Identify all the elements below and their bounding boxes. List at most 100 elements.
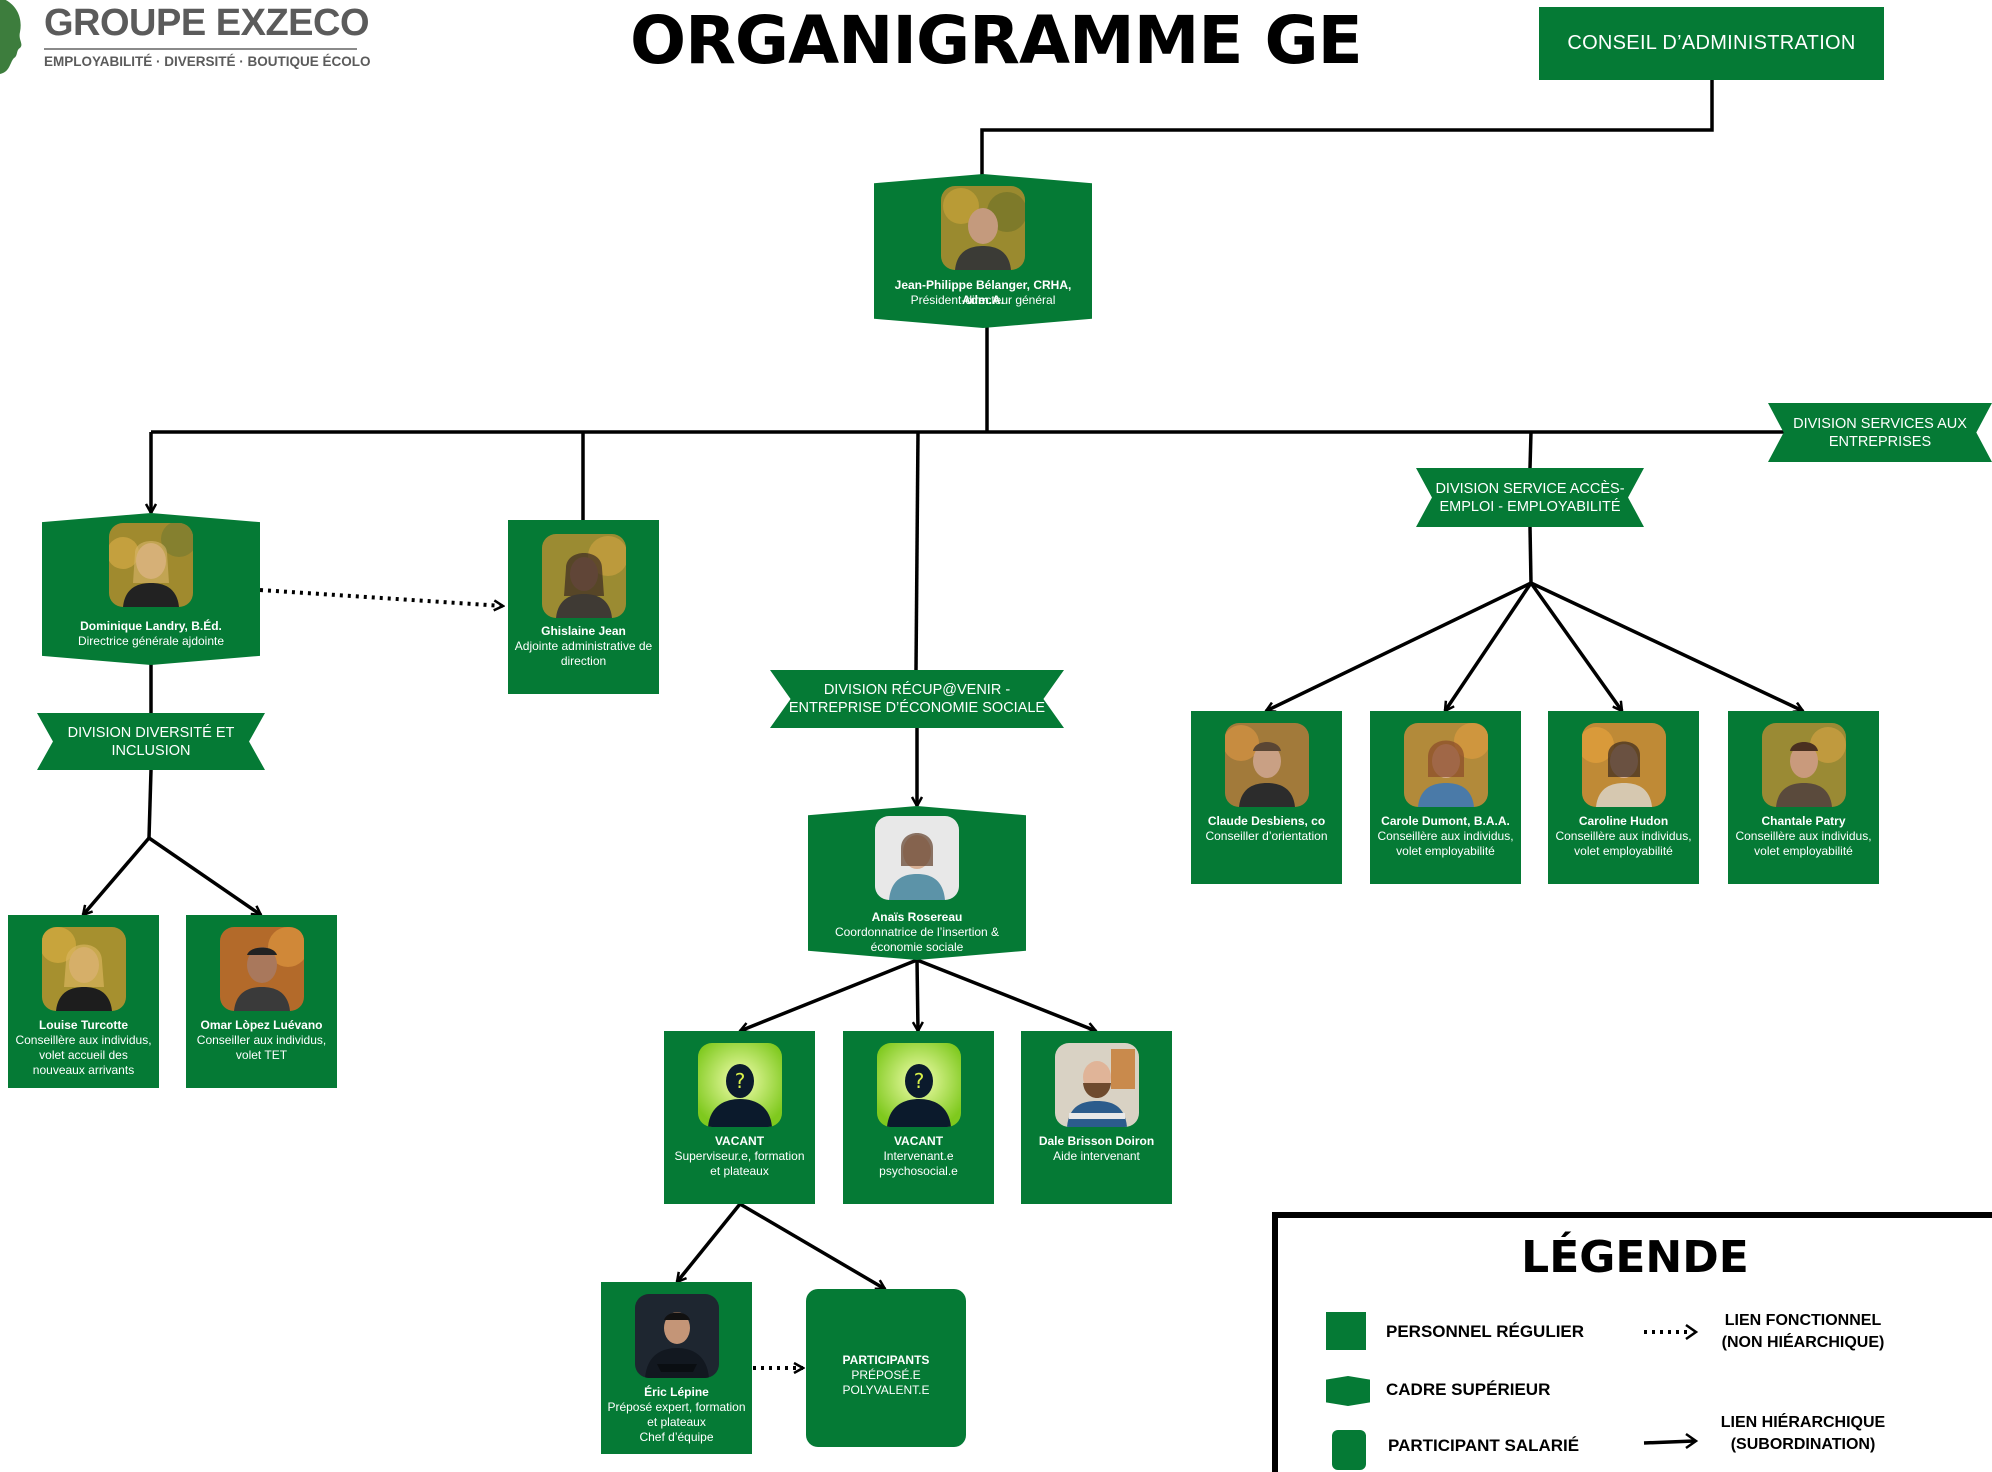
legend-participant-label: PARTICIPANT SALARIÉ <box>1388 1436 1580 1455</box>
dale-brisson-portrait <box>1054 1043 1139 1127</box>
svg-text:?: ? <box>734 1069 745 1093</box>
link-vacant1-eric <box>677 1202 742 1282</box>
card-eric-lepine: Éric Lépine Préposé expert, formation et… <box>601 1282 752 1454</box>
legend-title: LÉGENDE <box>1521 1232 1749 1283</box>
division-recupavenir: DIVISION RÉCUP@VENIR - ENTREPRISE D’ÉCON… <box>770 670 1064 728</box>
dg-adjointe-role: Directrice générale ajdointe <box>77 634 225 648</box>
logo-head-icon <box>0 0 22 74</box>
legend-hierarchical-arrow-icon <box>1643 1432 1699 1450</box>
functional-dg-admin <box>259 588 503 606</box>
legend-regular-label: PERSONNEL RÉGULIER <box>1386 1322 1585 1341</box>
carole-dumont-name: Carole Dumont, B.A.A. <box>1381 814 1510 828</box>
logo-tagline: EMPLOYABILITÉ · DIVERSITÉ · BOUTIQUE ÉCO… <box>44 54 371 69</box>
vacant-superviseur-role: Superviseur.e, formation et plateaux <box>674 1149 805 1178</box>
legend-box: LÉGENDE PERSONNEL RÉGULIER CADRE SUPÉRIE… <box>1272 1212 1992 1472</box>
chantale-patry-portrait <box>1761 723 1846 807</box>
legend-senior-swatch <box>1326 1376 1370 1406</box>
adjointe-admin-role: Adjointe administrative de direction <box>514 639 653 668</box>
card-dg-adjointe: Dominique Landry, B.Éd. Directrice génér… <box>42 513 260 665</box>
division-acces-emploi: DIVISION SERVICE ACCÈS- EMPLOI - EMPLOYA… <box>1416 468 1644 527</box>
legend-regular-swatch <box>1326 1312 1366 1350</box>
logo-name: GROUPE EXZECO <box>44 2 370 44</box>
louise-turcotte-role: Conseillère aux individus, volet accueil… <box>15 1033 152 1077</box>
anais-rosereau-role: Coordonnatrice de l’insertion & économie… <box>834 925 1000 954</box>
claude-desbiens-portrait <box>1224 723 1309 807</box>
card-adjointe-admin: Ghislaine Jean Adjointe administrative d… <box>508 520 659 694</box>
card-ceo: Jean-Philippe Bélanger, CRHA, Adm.A. Pré… <box>874 174 1092 328</box>
eric-lepine-role-secondary: Chef d’équipe <box>639 1430 714 1444</box>
chantale-patry-name: Chantale Patry <box>1761 814 1846 828</box>
louise-turcotte-portrait <box>41 927 126 1011</box>
link-fork-carole <box>1443 582 1533 711</box>
card-dale-brisson: Dale Brisson Doiron Aide intervenant <box>1021 1031 1172 1204</box>
link-board-ceo <box>980 80 1714 175</box>
card-vacant-intervenant: ? VACANT Intervenant.e psychosocial.e <box>843 1031 994 1204</box>
caroline-hudon-portrait <box>1581 723 1666 807</box>
card-omar-lopez: Omar Lòpez Luévano Conseiller aux indivi… <box>186 915 337 1088</box>
page-title: ORGANIGRAMME GE <box>630 2 1363 79</box>
link-acces-fork <box>1528 526 1533 584</box>
carole-dumont-portrait <box>1403 723 1488 807</box>
card-louise-turcotte: Louise Turcotte Conseillère aux individu… <box>8 915 159 1088</box>
logo-divider <box>44 48 357 50</box>
link-fork-caroline <box>1529 581 1622 711</box>
vacant-superviseur-name: VACANT <box>714 1134 765 1148</box>
adjointe-admin-portrait <box>541 534 626 618</box>
ceo-name: Jean-Philippe Bélanger, CRHA, Adm.A. <box>894 278 1072 307</box>
legend-functional-label: LIEN FONCTIONNEL (NON HIÉARCHIQUE) <box>1721 1312 1885 1351</box>
eric-lepine-portrait <box>634 1294 719 1378</box>
anais-rosereau-name: Anaïs Rosereau <box>871 910 963 924</box>
dg-adjointe-name: Dominique Landry, B.Éd. <box>80 619 222 633</box>
caroline-hudon-name: Caroline Hudon <box>1578 814 1669 828</box>
ceo-portrait <box>941 186 1025 270</box>
link-anais-vacant2 <box>917 959 918 1031</box>
ceo-role: Président-directeur général <box>910 293 1056 307</box>
legend-hierarchical-label: LIEN HIÉRARCHIQUE (SUBORDINATION) <box>1720 1414 1886 1453</box>
legend-participant-swatch <box>1332 1430 1366 1470</box>
chantale-patry-role: Conseillère aux individus, volet employa… <box>1735 829 1872 858</box>
link-fork-omar <box>148 836 261 915</box>
legend-senior-label: CADRE SUPÉRIEUR <box>1386 1380 1551 1399</box>
link-vacant1-participants <box>739 1202 885 1291</box>
link-bus-acces <box>1528 431 1533 469</box>
eric-lepine-role: Préposé expert, formation et plateaux <box>607 1400 746 1429</box>
omar-lopez-portrait <box>219 927 304 1011</box>
link-anais-vacant1 <box>740 958 918 1031</box>
anais-rosereau-portrait <box>875 816 959 900</box>
dale-brisson-name: Dale Brisson Doiron <box>1038 1134 1155 1148</box>
eric-lepine-name: Éric Lépine <box>644 1385 709 1399</box>
card-chantale-patry: Chantale Patry Conseillère aux individus… <box>1728 711 1879 884</box>
card-claude-desbiens: Claude Desbiens, co Conseiller d’orienta… <box>1191 711 1342 884</box>
louise-turcotte-name: Louise Turcotte <box>38 1018 129 1032</box>
vacant-silhouette-icon: ? <box>876 1043 961 1127</box>
card-anais-rosereau: Anaïs Rosereau Coordonnatrice de l’inser… <box>808 806 1026 960</box>
card-vacant-superviseur: ? VACANT Superviseur.e, formation et pla… <box>664 1031 815 1204</box>
participants-name: PARTICIPANTS <box>842 1353 930 1367</box>
division-diversite-inclusion: DIVISION DIVERSITÉ ET INCLUSION <box>37 713 265 770</box>
dale-brisson-role: Aide intervenant <box>1053 1149 1140 1163</box>
legend-functional-arrow-icon <box>1644 1323 1699 1341</box>
link-anais-dale <box>916 958 1096 1031</box>
link-bus-recup <box>914 431 920 671</box>
claude-desbiens-name: Claude Desbiens, co <box>1207 814 1326 828</box>
card-participants: PARTICIPANTS PRÉPOSÉ.E POLYVALENT.E <box>806 1289 966 1447</box>
svg-text:?: ? <box>913 1069 924 1093</box>
link-fork-chantale <box>1530 581 1803 711</box>
adjointe-admin-name: Ghislaine Jean <box>541 624 626 638</box>
board-of-directors-box: CONSEIL D’ADMINISTRATION <box>1539 7 1884 80</box>
card-caroline-hudon: Caroline Hudon Conseillère aux individus… <box>1548 711 1699 884</box>
link-diversite-fork <box>147 769 153 839</box>
link-fork-claude <box>1266 581 1532 711</box>
vacant-intervenant-name: VACANT <box>893 1134 944 1148</box>
participants-role: PRÉPOSÉ.E POLYVALENT.E <box>842 1368 930 1397</box>
carole-dumont-role: Conseillère aux individus, volet employa… <box>1377 829 1514 858</box>
link-fork-louise <box>83 836 151 915</box>
dg-adjointe-portrait <box>109 523 193 607</box>
vacant-silhouette-icon: ? <box>697 1043 782 1127</box>
division-services-entreprises: DIVISION SERVICES AUX ENTREPRISES <box>1768 403 1992 462</box>
vacant-intervenant-role: Intervenant.e psychosocial.e <box>879 1149 958 1178</box>
caroline-hudon-role: Conseillère aux individus, volet employa… <box>1555 829 1692 858</box>
claude-desbiens-role: Conseiller d’orientation <box>1205 829 1328 843</box>
omar-lopez-name: Omar Lòpez Luévano <box>200 1018 323 1032</box>
